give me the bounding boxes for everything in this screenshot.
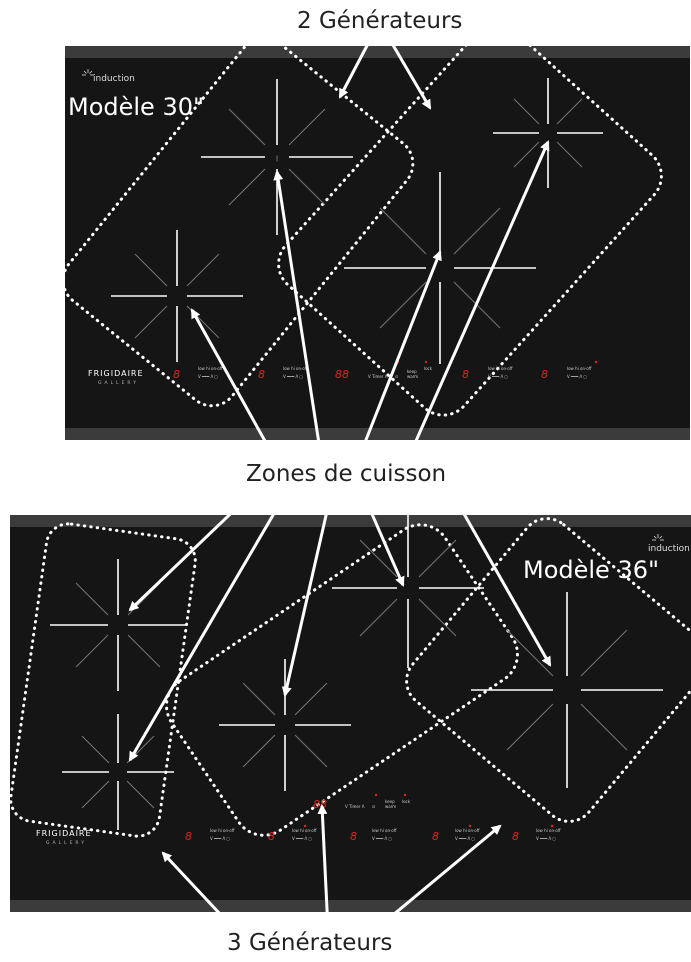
svg-text:⊡: ⊡ — [395, 374, 398, 379]
svg-text:low hi on·off: low hi on·off — [292, 828, 317, 833]
svg-text:low hi on·off: low hi on·off — [488, 366, 513, 371]
arrow-gen36-right — [374, 824, 502, 932]
svg-text:keep: keep — [407, 369, 417, 374]
arrow-gen30-left — [338, 39, 372, 99]
svg-text:8: 8 — [268, 830, 275, 843]
svg-text:low hi on·off: low hi on·off — [567, 366, 592, 371]
svg-text:⊡: ⊡ — [372, 804, 375, 809]
svg-text:8: 8 — [432, 830, 439, 843]
svg-text:8: 8 — [541, 368, 548, 381]
arrow-zone-30-c — [360, 250, 442, 451]
burner-36-right-large — [471, 592, 663, 788]
model-30-title: Modèle 30" — [68, 93, 205, 121]
induction-logo-icon — [652, 534, 664, 541]
induction-36-text: induction — [648, 544, 690, 554]
brand-30: FRIGIDAIRE — [88, 369, 144, 378]
arrow-zone-36-b — [128, 497, 285, 762]
svg-text:V ═══ Λ ◻: V ═══ Λ ◻ — [210, 836, 230, 841]
svg-text:low hi on·off: low hi on·off — [372, 828, 397, 833]
svg-text:lock: lock — [402, 799, 411, 804]
svg-text:V Timer Λ: V Timer Λ — [345, 804, 365, 809]
brand-36: FRIGIDAIRE — [36, 829, 92, 838]
brand-sub-36: GALLERY — [46, 841, 88, 846]
svg-text:warm: warm — [385, 804, 396, 809]
svg-text:8: 8 — [512, 830, 519, 843]
svg-text:8: 8 — [462, 368, 469, 381]
label-3-generators: 3 Générateurs — [227, 930, 393, 956]
svg-text:V ═══ Λ ◻: V ═══ Λ ◻ — [372, 836, 392, 841]
burner-30-left-top: ǀ — [201, 79, 353, 235]
arrow-zone-36-a — [128, 496, 249, 612]
svg-text:warm: warm — [407, 374, 418, 379]
svg-text:8: 8 — [185, 830, 192, 843]
induction-logo-icon — [82, 69, 94, 76]
arrow-gen30-right — [388, 39, 432, 110]
burner-30-right-large — [344, 172, 536, 364]
svg-text:8: 8 — [350, 830, 357, 843]
generator-zone-left-36 — [9, 522, 197, 838]
svg-text:low hi on·off: low hi on·off — [455, 828, 480, 833]
arrow-zone-30-b — [273, 170, 322, 451]
arrow-zone-36-d — [363, 497, 405, 587]
label-2-generators: 2 Générateurs — [297, 8, 463, 34]
arrow-gen36-middle — [317, 804, 330, 931]
arrow-zone-36-c — [281, 497, 332, 697]
svg-text:8: 8 — [258, 368, 265, 381]
svg-text:V ═══ Λ ◻: V ═══ Λ ◻ — [292, 836, 312, 841]
brand-sub-30: GALLERY — [98, 381, 140, 386]
arrows — [128, 39, 552, 932]
svg-text:8: 8 — [173, 368, 180, 381]
arrow-zone-30-a — [190, 308, 272, 451]
burner-30-right-small — [493, 78, 603, 188]
induction-30-text: induction — [93, 74, 135, 84]
svg-text:V ═══ Λ ◻: V ═══ Λ ◻ — [283, 374, 303, 379]
label-cooking-zones: Zones de cuisson — [246, 461, 447, 487]
svg-text:V ═══ Λ ◻: V ═══ Λ ◻ — [567, 374, 587, 379]
burner-36-middle-right — [332, 508, 484, 668]
arrow-gen36-left — [161, 851, 237, 932]
svg-text:V ═══ Λ ◻: V ═══ Λ ◻ — [198, 374, 218, 379]
svg-text:keep: keep — [385, 799, 395, 804]
svg-text:V Timer Λ: V Timer Λ — [368, 374, 388, 379]
svg-text:V ═══ Λ ◻: V ═══ Λ ◻ — [455, 836, 475, 841]
burner-36-left-bottom — [62, 714, 174, 830]
cooktop-30: ǀ 8 8 88 8 — [61, 23, 690, 440]
svg-text:lock: lock — [424, 366, 433, 371]
svg-text:88: 88 — [313, 798, 327, 811]
svg-text:V ═══ Λ ◻: V ═══ Λ ◻ — [536, 836, 556, 841]
svg-text:low hi on·off: low hi on·off — [283, 366, 308, 371]
svg-text:ǀ: ǀ — [276, 155, 278, 162]
arrow-zone-36-e — [453, 497, 552, 667]
model-36-title: Modèle 36" — [523, 556, 660, 584]
svg-text:88: 88 — [335, 368, 349, 381]
svg-text:V ═══ Λ ◻: V ═══ Λ ◻ — [488, 374, 508, 379]
generator-zone-right-36 — [405, 517, 691, 823]
control-strip-30: 8 8 88 8 8 low hi on·off V ═══ Λ ◻ low hi… — [173, 360, 598, 381]
burner-36-left-top — [50, 559, 186, 691]
svg-text:low hi on·off: low hi on·off — [536, 828, 561, 833]
arrow-zone-30-d — [410, 140, 550, 451]
svg-text:low hi on·off: low hi on·off — [210, 828, 235, 833]
generator-zone-right-30 — [277, 23, 663, 417]
svg-text:low hi on·off: low hi on·off — [198, 366, 223, 371]
